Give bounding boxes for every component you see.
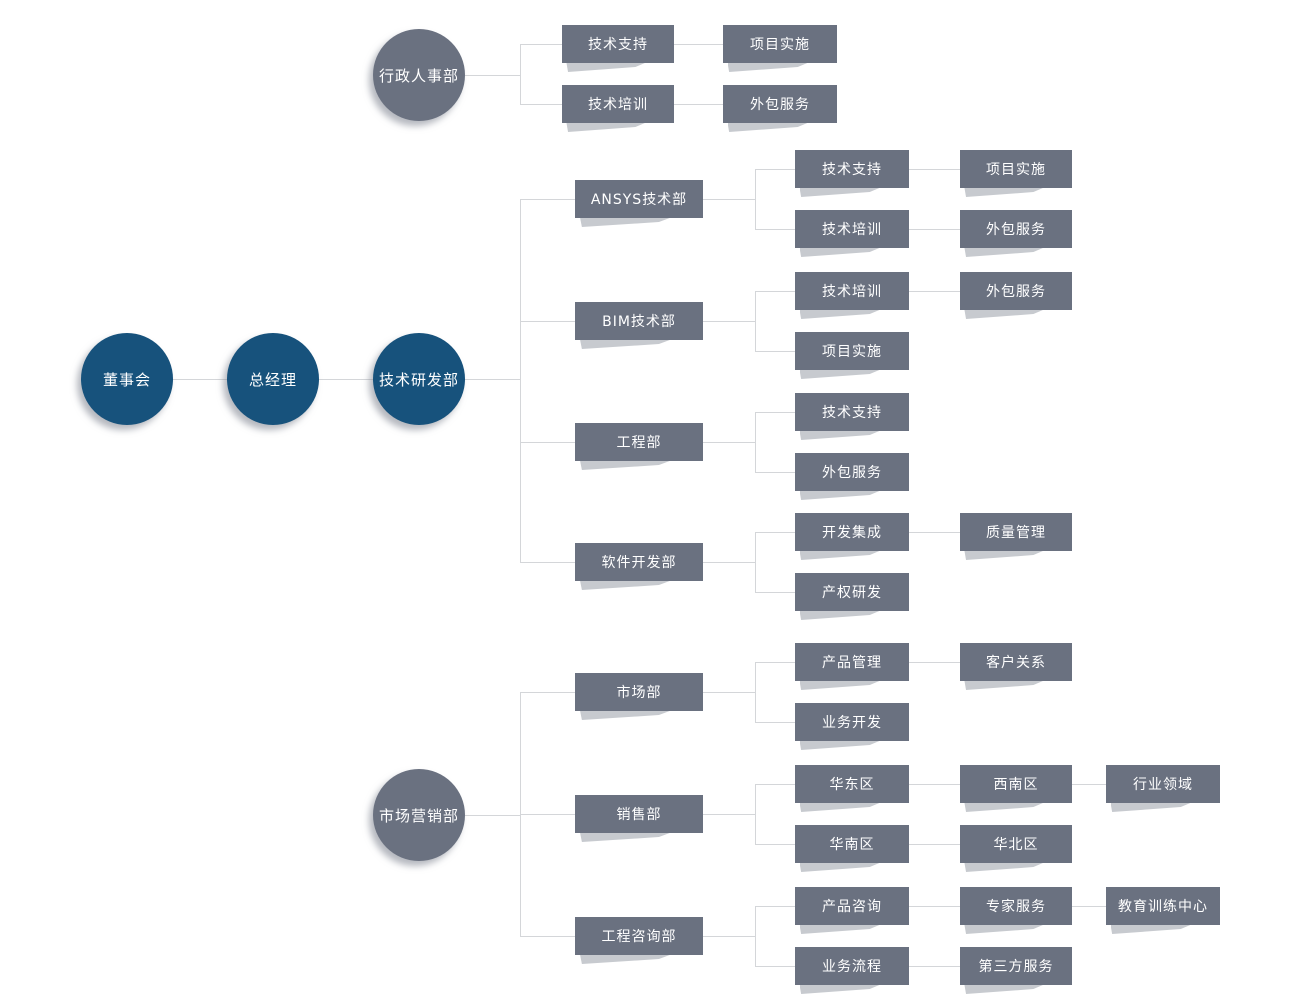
connector-line: [909, 784, 960, 785]
connector-line: [755, 966, 795, 967]
node-quality-management: 质量管理: [960, 513, 1072, 551]
connector-line: [755, 784, 756, 844]
connector-line: [755, 169, 795, 170]
node-expert-service: 专家服务: [960, 887, 1072, 925]
connector-line: [465, 379, 520, 380]
node-general-manager: 总经理: [227, 333, 319, 425]
node-bim-outsourcing-service: 外包服务: [960, 272, 1072, 310]
connector-line: [520, 936, 575, 937]
connector-line: [755, 412, 756, 472]
connector-line: [674, 104, 723, 105]
connector-line: [909, 229, 960, 230]
node-bim-tech-training: 技术培训: [795, 272, 909, 310]
connector-line: [755, 592, 795, 593]
connector-line: [755, 784, 795, 785]
connector-line: [319, 379, 373, 380]
connector-line: [909, 532, 960, 533]
connector-line: [755, 662, 795, 663]
connector-line: [755, 229, 795, 230]
connector-line: [465, 815, 520, 816]
connector-line: [909, 169, 960, 170]
connector-line: [674, 44, 723, 45]
connector-line: [703, 562, 755, 563]
connector-line: [755, 532, 756, 592]
connector-line: [755, 412, 795, 413]
node-southwest-region: 西南区: [960, 765, 1072, 803]
node-ansys-project-implementation: 项目实施: [960, 150, 1072, 188]
node-business-process: 业务流程: [795, 947, 909, 985]
connector-line: [465, 75, 520, 76]
node-industry-field: 行业领域: [1106, 765, 1220, 803]
connector-line: [909, 662, 960, 663]
node-admin-hr-dept: 行政人事部: [373, 29, 465, 121]
node-eng-outsourcing-service: 外包服务: [795, 453, 909, 491]
node-market-dept: 市场部: [575, 673, 703, 711]
node-eng-consulting-dept: 工程咨询部: [575, 917, 703, 955]
connector-line: [909, 291, 960, 292]
connector-line: [755, 722, 795, 723]
node-third-party-service: 第三方服务: [960, 947, 1072, 985]
connector-line: [703, 321, 755, 322]
connector-line: [520, 442, 575, 443]
connector-line: [703, 936, 755, 937]
connector-line: [909, 906, 960, 907]
node-bim-project-implementation: 项目实施: [795, 332, 909, 370]
node-customer-relations: 客户关系: [960, 643, 1072, 681]
connector-line: [703, 442, 755, 443]
node-product-management: 产品管理: [795, 643, 909, 681]
connector-line: [703, 814, 755, 815]
node-hr-project-implementation: 项目实施: [723, 25, 837, 63]
connector-line: [755, 906, 795, 907]
node-south-china-region: 华南区: [795, 825, 909, 863]
connector-line: [1072, 906, 1106, 907]
connector-line: [520, 814, 575, 815]
connector-line: [755, 906, 756, 966]
node-east-china-region: 华东区: [795, 765, 909, 803]
connector-line: [1072, 784, 1106, 785]
connector-line: [520, 321, 575, 322]
node-hr-tech-support: 技术支持: [562, 25, 674, 63]
connector-line: [520, 199, 521, 562]
node-ansys-outsourcing-service: 外包服务: [960, 210, 1072, 248]
connector-line: [520, 44, 562, 45]
node-dev-integration: 开发集成: [795, 513, 909, 551]
node-education-training-center: 教育训练中心: [1106, 887, 1220, 925]
node-marketing-dept: 市场营销部: [373, 769, 465, 861]
node-ansys-tech-support: 技术支持: [795, 150, 909, 188]
connector-line: [520, 44, 521, 105]
connector-line: [520, 692, 575, 693]
connector-line: [520, 199, 575, 200]
node-product-consulting: 产品咨询: [795, 887, 909, 925]
node-ansys-dept: ANSYS技术部: [575, 180, 703, 218]
connector-line: [755, 291, 795, 292]
connector-line: [755, 844, 795, 845]
connector-line: [520, 104, 562, 105]
connector-line: [520, 562, 575, 563]
node-eng-tech-support: 技术支持: [795, 393, 909, 431]
node-business-development: 业务开发: [795, 703, 909, 741]
connector-line: [703, 692, 755, 693]
node-north-china-region: 华北区: [960, 825, 1072, 863]
connector-line: [173, 379, 227, 380]
node-sales-dept: 销售部: [575, 795, 703, 833]
connector-line: [755, 532, 795, 533]
node-tech-rd-dept: 技术研发部: [373, 333, 465, 425]
node-hr-tech-training: 技术培训: [562, 85, 674, 123]
node-hr-outsourcing-service: 外包服务: [723, 85, 837, 123]
node-ansys-tech-training: 技术培训: [795, 210, 909, 248]
connector-line: [755, 662, 756, 722]
connector-line: [755, 472, 795, 473]
node-engineering-dept: 工程部: [575, 423, 703, 461]
connector-line: [755, 291, 756, 351]
node-ipr-research: 产权研发: [795, 573, 909, 611]
connector-line: [703, 199, 755, 200]
node-software-dev-dept: 软件开发部: [575, 543, 703, 581]
connector-line: [909, 966, 960, 967]
connector-line: [755, 351, 795, 352]
connector-line: [755, 169, 756, 229]
node-bim-dept: BIM技术部: [575, 302, 703, 340]
node-board-of-directors: 董事会: [81, 333, 173, 425]
connector-line: [909, 844, 960, 845]
